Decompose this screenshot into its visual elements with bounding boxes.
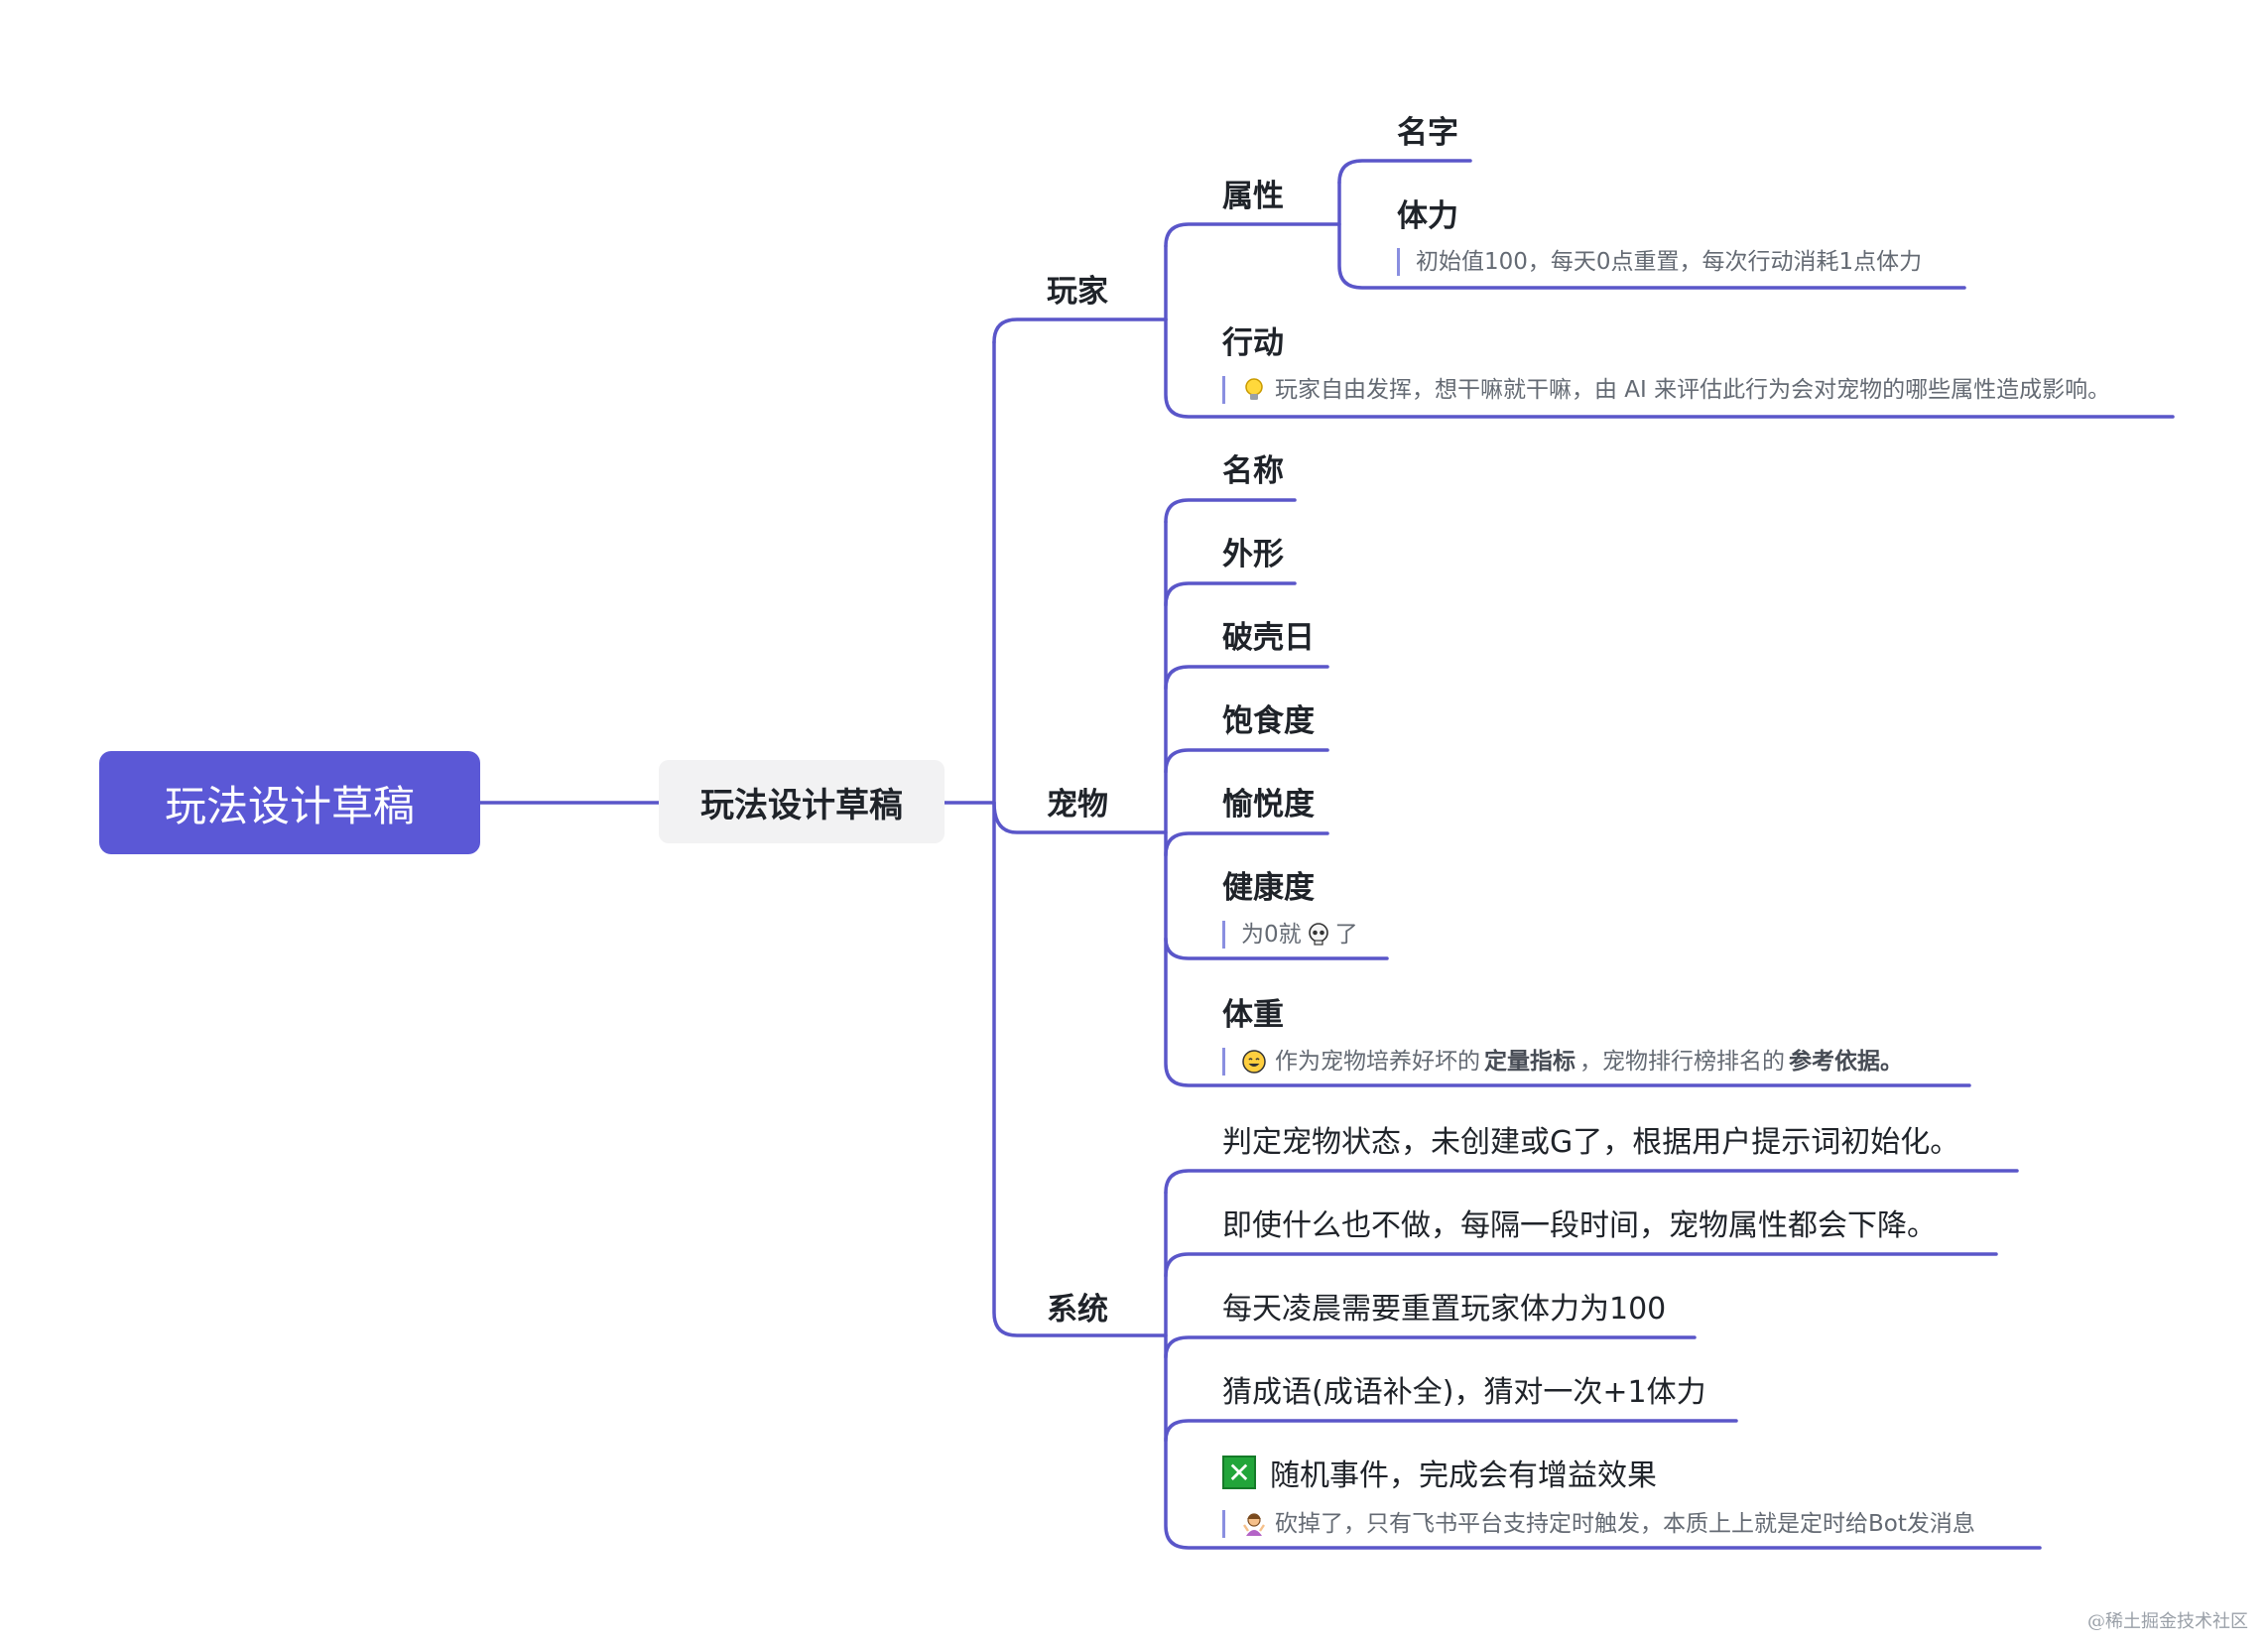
note-health-prefix: 为0就 — [1241, 922, 1302, 948]
note-action: 玩家自由发挥，想干嘛就干嘛，由 AI 来评估此行为会对宠物的哪些属性造成影响。 — [1222, 376, 2110, 404]
note-weight: 作为宠物培养好坏的 定量指标 ，宠物排行榜排名的 参考依据 。 — [1222, 1048, 1903, 1076]
node-pet-joy[interactable]: 愉悦度 — [1222, 787, 1315, 823]
note-stamina-text: 初始值100，每天0点重置，每次行动消耗1点体力 — [1416, 249, 1923, 275]
sys-item-random-event[interactable]: ✕ 随机事件，完成会有增益效果 — [1222, 1451, 1657, 1494]
edge-pet-name — [1164, 498, 1297, 524]
node-pet-satiety[interactable]: 饱食度 — [1222, 703, 1315, 739]
note-weight-e: 。 — [1880, 1049, 1903, 1075]
branch-pet[interactable]: 宠物 — [1047, 787, 1108, 823]
branch-system[interactable]: 系统 — [1047, 1292, 1108, 1328]
root-label: 玩法设计草稿 — [164, 781, 415, 830]
node-attributes[interactable]: 属性 — [1222, 179, 1284, 214]
edge-hatch — [1164, 665, 1329, 691]
root-node[interactable]: 玩法设计草稿 — [99, 751, 480, 854]
node-attr-stamina[interactable]: 体力 — [1397, 198, 1458, 234]
edge-joy — [1164, 831, 1329, 857]
note-weight-d: 参考依据 — [1789, 1049, 1880, 1075]
skull-icon — [1308, 923, 1328, 946]
note-stamina: 初始值100，每天0点重置，每次行动消耗1点体力 — [1397, 248, 1922, 276]
note-random-event-text: 砍掉了，只有飞书平台支持定时触发，本质上上就是定时给Bot发消息 — [1275, 1511, 1975, 1537]
edge-sys-1 — [1164, 1169, 2019, 1195]
person-gesturing-icon — [1243, 1513, 1265, 1536]
edge-satiety — [1164, 748, 1329, 774]
edge-pet-weight — [1164, 520, 1971, 1087]
sys-item-2[interactable]: 即使什么也不做，每隔一段时间，宠物属性都会下降。 — [1222, 1208, 1937, 1243]
note-action-text: 玩家自由发挥，想干嘛就干嘛，由 AI 来评估此行为会对宠物的哪些属性造成影响。 — [1275, 377, 2111, 403]
note-health: 为0就 了 — [1222, 921, 1358, 949]
center-node[interactable]: 玩法设计草稿 — [659, 760, 945, 843]
node-pet-weight[interactable]: 体重 — [1222, 997, 1284, 1033]
edge-action — [1164, 244, 2175, 419]
sys-item-1[interactable]: 判定宠物状态，未创建或G了，根据用户提示词初始化。 — [1222, 1125, 1960, 1160]
sys-item-3[interactable]: 每天凌晨需要重置玩家体力为100 — [1222, 1292, 1667, 1327]
lightbulb-icon — [1245, 378, 1263, 400]
edge-stamina — [1337, 181, 1966, 290]
edge-spine-system — [992, 340, 1168, 1337]
branch-player[interactable]: 玩家 — [1047, 274, 1108, 310]
edge-health — [1164, 937, 1389, 960]
node-attr-name[interactable]: 名字 — [1397, 115, 1458, 151]
sys-item-4[interactable]: 猜成语(成语补全)，猜对一次+1体力 — [1222, 1375, 1706, 1410]
edge-attributes — [1164, 222, 1341, 248]
node-pet-name[interactable]: 名称 — [1222, 453, 1284, 489]
node-pet-appearance[interactable]: 外形 — [1222, 537, 1284, 572]
note-weight-b: 定量指标 — [1484, 1049, 1575, 1075]
note-weight-c: ，宠物排行榜排名的 — [1579, 1049, 1785, 1075]
edge-sys-5 — [1164, 1191, 2042, 1550]
note-weight-a: 作为宠物培养好坏的 — [1275, 1049, 1480, 1075]
edge-sys-3 — [1164, 1335, 1697, 1359]
cross-mark-button-icon: ✕ — [1222, 1456, 1256, 1489]
edge-appearance — [1164, 581, 1297, 607]
edge-sys-4 — [1164, 1419, 1738, 1443]
edge-player — [992, 317, 1168, 344]
center-label: 玩法设计草稿 — [700, 785, 903, 825]
edge-pet — [992, 801, 1168, 834]
node-pet-hatch-day[interactable]: 破壳日 — [1222, 620, 1315, 656]
sys-item-random-event-label: 随机事件，完成会有增益效果 — [1270, 1458, 1657, 1493]
watermark: @稀土掘金技术社区 — [2087, 1611, 2248, 1632]
node-action[interactable]: 行动 — [1222, 325, 1284, 361]
edge-name — [1337, 159, 1472, 185]
note-random-event: 砍掉了，只有飞书平台支持定时触发，本质上上就是定时给Bot发消息 — [1222, 1510, 1975, 1538]
edge-sys-2 — [1164, 1252, 1998, 1278]
node-pet-health[interactable]: 健康度 — [1222, 870, 1315, 906]
note-health-suffix: 了 — [1334, 922, 1358, 948]
grinning-face-icon — [1242, 1050, 1266, 1074]
